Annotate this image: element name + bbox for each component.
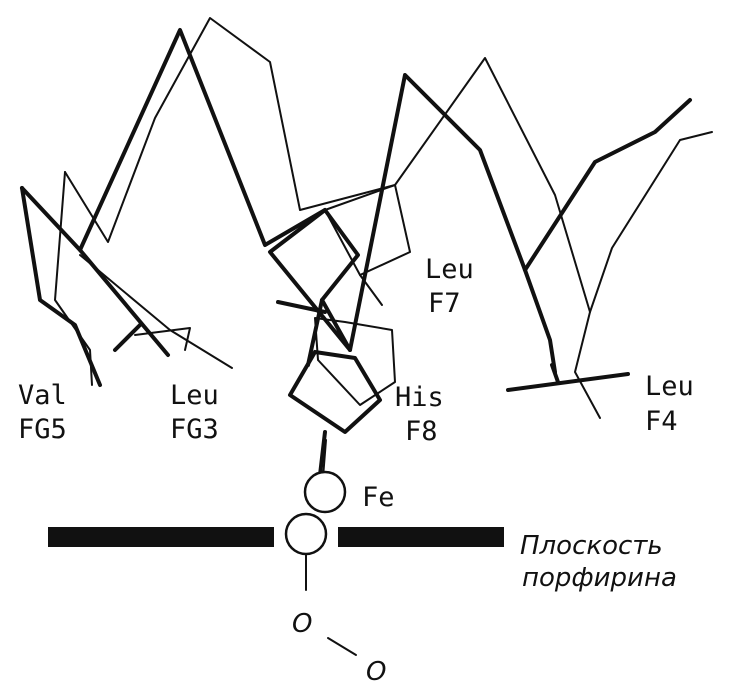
label-val: Val	[18, 380, 67, 411]
his-f8-ring-thin	[314, 317, 396, 406]
label-leu-f4: Leu	[645, 371, 694, 402]
fg3-sidechain-thin	[134, 327, 191, 351]
label-f8: F8	[405, 416, 438, 447]
fg-strand-thick	[78, 248, 170, 357]
his-f8-ring-thick	[288, 350, 382, 434]
label-fg3: FG3	[170, 414, 219, 445]
label-f4: F4	[645, 406, 678, 437]
backbone-thin-tail	[589, 131, 713, 313]
backbone-thin-main	[64, 17, 601, 419]
his-f8-bond	[318, 430, 327, 477]
backbone-thick-f-helix	[348, 73, 557, 374]
heme-center-atom	[284, 512, 328, 556]
fe-atom	[303, 470, 347, 514]
backbone-thick-tail	[523, 98, 692, 272]
backbone-thick-main	[20, 28, 360, 367]
backbone-thick-right	[268, 208, 352, 352]
label-fg5: FG5	[18, 414, 67, 445]
label-leu-f7: Leu	[425, 254, 474, 285]
label-oxygen-2: O	[366, 657, 386, 685]
fg3-sidechain-thick	[113, 323, 142, 352]
leu-f4-sidechain	[506, 372, 630, 392]
label-f7: F7	[428, 288, 461, 319]
backbone-thick-val	[20, 186, 102, 387]
label-fe: Fe	[362, 482, 395, 513]
o-o-bond	[327, 637, 357, 656]
label-leu-fg3: Leu	[170, 380, 219, 411]
his-f8-cross	[276, 300, 327, 314]
label-his: His	[395, 382, 444, 413]
leu-f4-stub	[550, 363, 560, 384]
porphyrin-plane-right	[338, 527, 504, 547]
fg-strand-thin	[79, 254, 233, 369]
porphyrin-plane-left	[48, 527, 274, 547]
label-porphyrin-plane: Плоскость	[520, 531, 663, 561]
label-porphyrin: порфирина	[522, 563, 677, 593]
label-oxygen-1: O	[292, 609, 312, 639]
leu-f7-sidechain-thin	[324, 184, 411, 276]
